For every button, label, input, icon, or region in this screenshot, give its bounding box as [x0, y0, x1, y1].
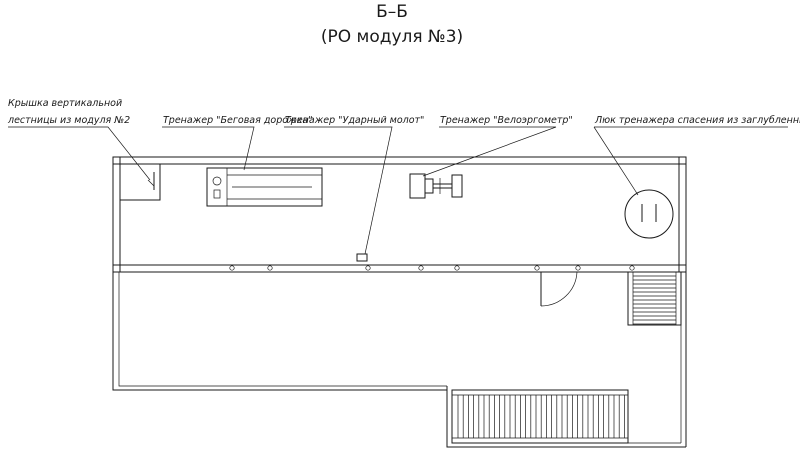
callout-rescue-hatch: Люк тренажера спасения из заглубленных м… — [594, 115, 800, 126]
callout-ergometer: Тренажер "Велоэргометр" — [440, 115, 573, 126]
ladder-hatch — [120, 164, 161, 201]
rescue-hatch — [624, 189, 674, 239]
ergometer-equipment — [409, 173, 463, 199]
section-title: Б–Б — [376, 2, 408, 22]
upper-room-walls — [112, 156, 687, 273]
wall-marks — [229, 265, 635, 271]
callout-treadmill: Тренажер "Беговая дорожка" — [163, 115, 313, 126]
callout-hammer: Тренажер "Ударный молот" — [285, 115, 424, 126]
callout-ladder-hatch-line2: лестницы из модуля №2 — [7, 115, 130, 126]
section-subtitle: (РО модуля №3) — [321, 27, 463, 47]
leader-lines — [8, 126, 788, 255]
right-stair — [627, 271, 682, 326]
hammer-equipment — [356, 253, 368, 262]
callout-ladder-hatch-line1: Крышка вертикальной — [8, 98, 122, 109]
door-swing — [540, 271, 578, 307]
bottom-stair — [451, 389, 629, 444]
lower-area — [112, 272, 687, 448]
treadmill-equipment — [206, 167, 323, 207]
